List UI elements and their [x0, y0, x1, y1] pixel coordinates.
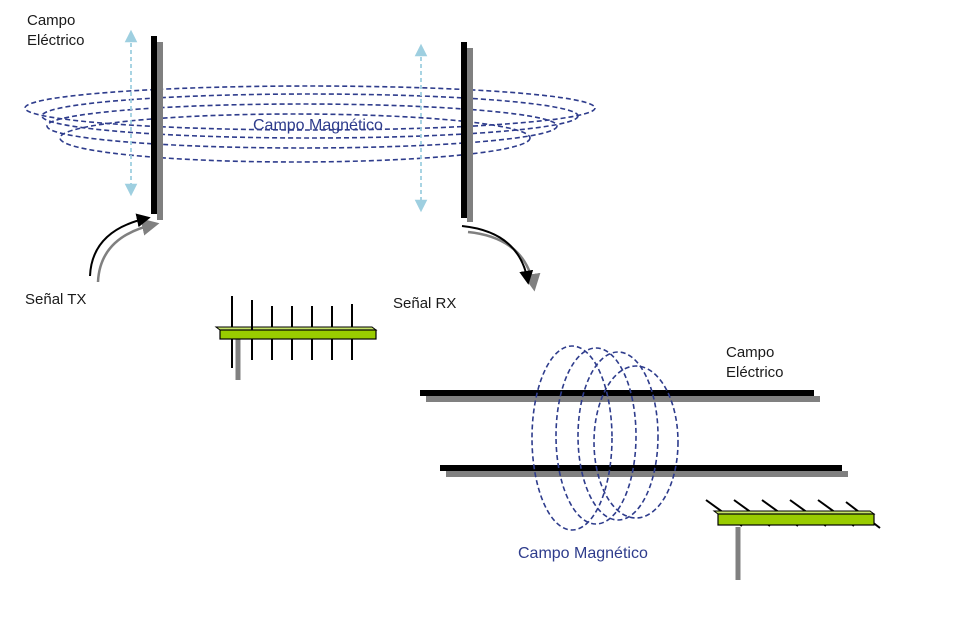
tx-signal-label: Señal TX: [25, 291, 87, 308]
yagi-antenna-vertical: [214, 296, 378, 380]
rx-signal-arrow: [461, 225, 534, 285]
yagi-antenna-horizontal: [705, 499, 881, 580]
rx-signal-label: Señal RX: [393, 295, 457, 312]
tx-signal-arrow-shadow: [96, 218, 160, 283]
yagi-boom: [219, 329, 377, 340]
bottom-magnetic-loop-2: [555, 347, 637, 525]
top-magnetic-loop-2: [41, 93, 579, 139]
bottom-magnetic-loop-1: [531, 345, 613, 531]
top-magnetic-loop-4: [59, 113, 531, 163]
bottom-magnetic-loop-3: [577, 351, 659, 521]
bottom-electric-field-label: Campo Eléctrico: [726, 343, 784, 383]
rx-signal-arrow-shadow: [467, 230, 541, 292]
top-electric-field-label: Campo Eléctrico: [27, 11, 85, 51]
top-magnetic-loop-3: [46, 103, 558, 149]
bottom-electric-field-label-line2: Eléctrico: [726, 364, 784, 381]
top-magnetic-loop-1: [24, 85, 596, 131]
top-magnetic-field-loops: [24, 85, 596, 163]
bottom-magnetic-loop-4: [593, 365, 679, 519]
bottom-electric-field-label-line1: Campo: [726, 344, 775, 361]
top-electric-field-label-line1: Campo: [27, 12, 76, 29]
tx-signal-arrow: [89, 213, 151, 277]
bottom-magnetic-field-loops: [531, 345, 679, 531]
top-magnetic-field-label: Campo Magnético: [253, 117, 383, 134]
top-electric-field-label-line2: Eléctrico: [27, 32, 85, 49]
bottom-magnetic-field-label: Campo Magnético: [518, 545, 648, 562]
yagi-h-boom: [717, 513, 875, 526]
